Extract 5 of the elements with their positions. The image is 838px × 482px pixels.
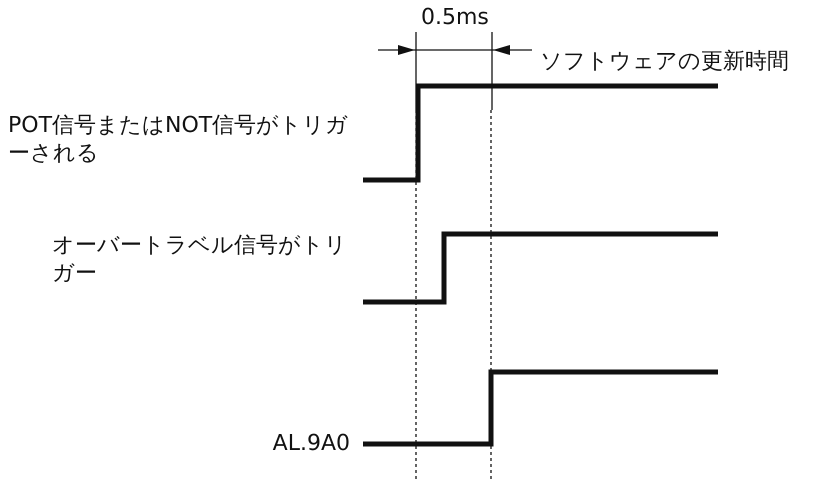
annotation-text: ソフトウェアの更新時間 [540, 48, 789, 76]
signal-label: オーバートラベル信号がトリガー [52, 232, 348, 288]
signal-label: POT信号またはNOT信号がトリガーされる [8, 112, 350, 168]
dimension-label: 0.5ms [421, 4, 489, 32]
signal-label: AL.9A0 [272, 430, 350, 458]
